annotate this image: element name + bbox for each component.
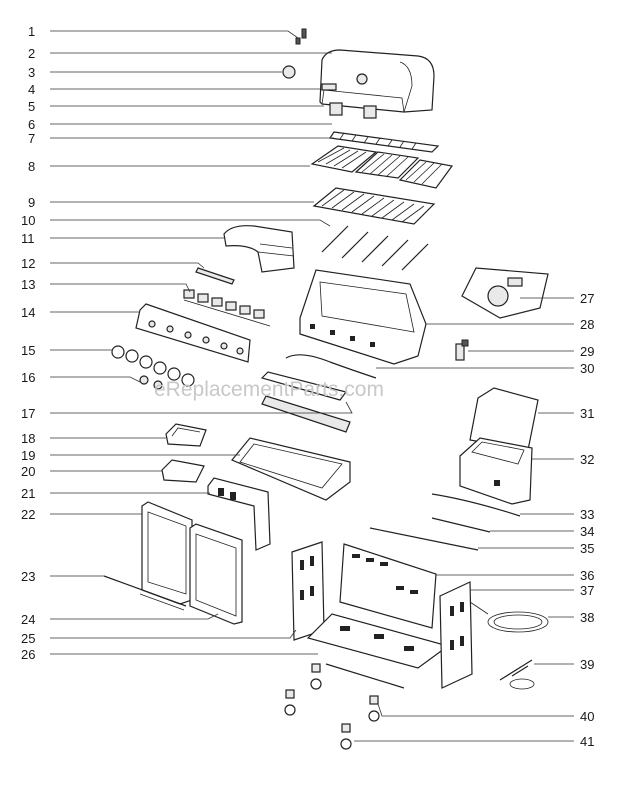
callout-9: 9	[28, 195, 35, 210]
callout-23: 23	[21, 569, 35, 584]
part-1-screws	[295, 28, 307, 45]
callout-17: 17	[21, 406, 35, 421]
callout-40: 40	[580, 709, 594, 724]
callout-37: 37	[580, 583, 594, 598]
part-7-warming-rack	[328, 131, 440, 153]
callout-2: 2	[28, 46, 35, 61]
part-36-rear-panel	[339, 543, 437, 629]
callouts-right: 27 28 29 30 31 32 33 34 35 36 37 38 39 4…	[580, 291, 594, 749]
part-25-side-panel	[291, 541, 325, 641]
callout-6: 6	[28, 117, 35, 132]
callouts-left: 1 2 3 4 5 6 7 8 9 10 11 12 13 14 15 16 1…	[21, 24, 35, 662]
part-29-igniter-module	[455, 339, 469, 361]
part-12-igniter	[195, 267, 235, 285]
part-8-cooking-grates	[310, 145, 454, 189]
callout-27: 27	[580, 291, 594, 306]
part-13-valves	[183, 289, 271, 327]
part-24-door-right	[189, 523, 243, 625]
part-frame-bar	[325, 663, 405, 689]
part-3-thermometer	[282, 65, 296, 79]
leader-lines-right	[354, 297, 574, 742]
part-2-lid	[319, 49, 435, 119]
callout-41: 41	[580, 734, 594, 749]
part-30-tube	[285, 354, 377, 379]
callout-32: 32	[580, 452, 594, 467]
part-10-burner-tubes	[321, 225, 429, 271]
part-18-drip-tray	[165, 423, 207, 447]
callout-3: 3	[28, 65, 35, 80]
watermark: eReplacementParts.com	[154, 378, 384, 401]
part-27-side-burner	[461, 267, 549, 319]
callout-19: 19	[21, 448, 35, 463]
callout-8: 8	[28, 159, 35, 174]
part-17-manifold	[260, 371, 351, 433]
leader-lines	[50, 30, 353, 655]
part-11-heat-deflector	[223, 225, 295, 273]
callout-18: 18	[21, 431, 35, 446]
callout-16: 16	[21, 370, 35, 385]
callout-38: 38	[580, 610, 594, 625]
part-39-regulator	[499, 659, 535, 690]
callout-5: 5	[28, 99, 35, 114]
callout-39: 39	[580, 657, 594, 672]
part-21-bracket	[207, 477, 271, 551]
callout-22: 22	[21, 507, 35, 522]
callout-25: 25	[21, 631, 35, 646]
callout-24: 24	[21, 612, 35, 627]
part-35-frame-tube	[369, 527, 479, 551]
callout-29: 29	[580, 344, 594, 359]
part-14-control-panel	[135, 303, 251, 363]
part-32-side-burner-housing	[459, 437, 533, 505]
part-38-gas-hose	[469, 601, 549, 633]
part-23-handles	[103, 575, 187, 611]
part-31-side-burner-lid	[469, 387, 539, 451]
part-34-rail	[431, 517, 491, 533]
callout-12: 12	[21, 256, 35, 271]
part-15-16-knobs	[111, 345, 195, 390]
callout-10: 10	[21, 213, 35, 228]
callout-15: 15	[21, 343, 35, 358]
part-28-cookbox	[299, 269, 427, 365]
part-19-catch-pan	[231, 437, 351, 501]
callout-21: 21	[21, 486, 35, 501]
callout-31: 31	[580, 406, 594, 421]
callout-30: 30	[580, 361, 594, 376]
callout-36: 36	[580, 568, 594, 583]
callout-28: 28	[580, 317, 594, 332]
part-37-side-panel	[439, 581, 473, 689]
callout-11: 11	[21, 231, 35, 246]
callout-34: 34	[580, 524, 594, 539]
part-22-door-left	[141, 501, 193, 605]
callout-4: 4	[28, 82, 35, 97]
part-20-drip-tray	[161, 459, 205, 483]
part-40-casters	[284, 663, 380, 722]
callout-14: 14	[21, 305, 35, 320]
callout-33: 33	[580, 507, 594, 522]
callout-20: 20	[21, 464, 35, 479]
callout-1: 1	[28, 24, 35, 39]
part-9-flavorizer-bars	[312, 187, 436, 225]
callout-13: 13	[21, 277, 35, 292]
part-41-casters	[340, 723, 352, 750]
callout-35: 35	[580, 541, 594, 556]
callout-26: 26	[21, 647, 35, 662]
callout-7: 7	[28, 131, 35, 146]
part-33-hose	[431, 493, 521, 517]
